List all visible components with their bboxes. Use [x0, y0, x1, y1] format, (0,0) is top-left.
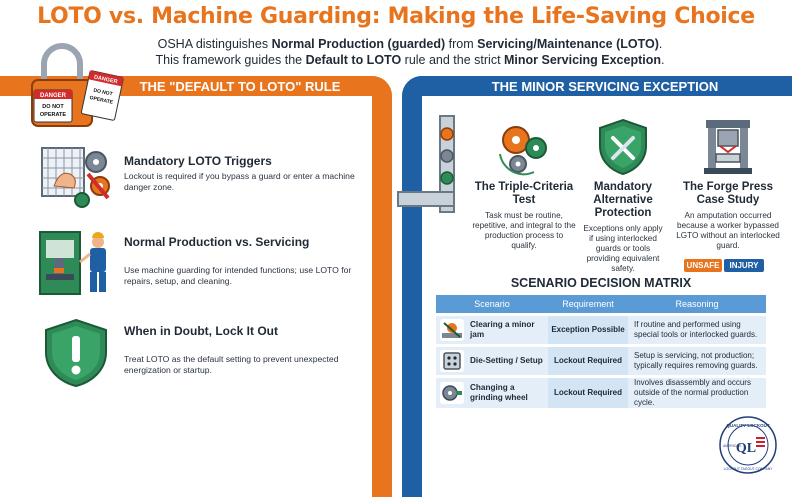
unsafe-badge: UNSAFE: [684, 259, 722, 272]
header-requirement: Requirement: [548, 295, 628, 313]
machine-hand-gears-icon: [41, 147, 110, 208]
gears-cycle-icon: [499, 126, 547, 176]
decision-matrix-table: Scenario Requirement Reasoning Clearing …: [436, 292, 766, 411]
scenario-label: Die-Setting / Setup: [470, 356, 543, 365]
tag-danger-label-2: DANGER: [93, 74, 118, 85]
forge-press-title: The Forge Press Case Study: [682, 181, 774, 206]
logo-top-text: QUALITY LOCKOUT: [726, 423, 769, 428]
loto-triggers-item: Mandatory LOTO Triggers Lockout is requi…: [30, 142, 360, 212]
die-setting-icon: [440, 350, 464, 372]
svg-text:DO NOT: DO NOT: [42, 104, 64, 110]
alternative-protection-card: Mandatory Alternative Protection Excepti…: [582, 118, 664, 274]
orange-pipe-vertical: [372, 76, 392, 497]
forge-press-icon: [704, 120, 752, 174]
reasoning-cell: Setup is servicing, not production; typi…: [628, 347, 766, 375]
logo-bottom-text: LOCKOUT TAGOUT COMPANY: [724, 467, 774, 471]
production-vs-servicing-item: Normal Production vs. Servicing Use mach…: [30, 225, 360, 305]
triple-criteria-text: Task must be routine, repetitive, and in…: [472, 211, 576, 250]
pipe-valve-icon: [397, 115, 455, 213]
requirement-cell: Exception Possible: [548, 316, 628, 344]
forge-press-text: An amputation occurred because a worker …: [676, 211, 780, 250]
scenario-label: Clearing a minor jam: [470, 320, 535, 339]
blue-pipe-horizontal: [402, 76, 792, 96]
injury-badge: INJURY: [724, 259, 764, 272]
worker-machine-icon: [39, 231, 106, 295]
exclamation-shield-icon: [45, 318, 107, 388]
header-reasoning: Reasoning: [628, 295, 766, 313]
svg-text:OPERATE: OPERATE: [40, 112, 67, 118]
subtitle-line-1: OSHA distinguishes Normal Production (gu…: [157, 37, 663, 51]
loto-triggers-title: Mandatory LOTO Triggers: [124, 154, 272, 168]
triple-criteria-card: The Triple-Criteria Test Task must be ro…: [472, 118, 576, 251]
reasoning-cell: If routine and performed using special t…: [628, 316, 766, 344]
matrix-title: SCENARIO DECISION MATRIX: [510, 276, 692, 290]
requirement-cell: Lockout Required: [548, 347, 628, 375]
table-row: Changing a grinding wheel Lockout Requir…: [436, 378, 766, 408]
quality-lockout-logo: QUALITY LOCKOUT LOCKOUT TAGOUT COMPANY A…: [719, 416, 777, 474]
alternative-protection-text: Exceptions only apply if using interlock…: [583, 224, 663, 273]
page-subtitle: OSHA distinguishes Normal Production (gu…: [130, 36, 690, 68]
grinding-wheel-icon: [440, 382, 464, 404]
loto-triggers-text: Lockout is required if you bypass a guar…: [124, 171, 355, 192]
header-scenario: Scenario: [436, 295, 548, 313]
right-section-heading: THE MINOR SERVICING EXCEPTION: [491, 79, 719, 94]
blue-pipe-vertical: [402, 76, 422, 497]
svg-text:OPERATE: OPERATE: [89, 95, 114, 106]
production-vs-servicing-title: Normal Production vs. Servicing: [124, 235, 310, 249]
table-row: Clearing a minor jam Exception Possible …: [436, 316, 766, 344]
when-in-doubt-title: When in Doubt, Lock It Out: [124, 324, 278, 338]
scenario-label: Changing a grinding wheel: [470, 383, 528, 402]
subtitle-line-2: This framework guides the Default to LOT…: [155, 53, 665, 67]
requirement-cell: Lockout Required: [548, 378, 628, 408]
table-header-row: Scenario Requirement Reasoning: [436, 295, 766, 313]
scenario-cell: Changing a grinding wheel: [436, 378, 548, 408]
left-section-heading: THE "DEFAULT TO LOTO" RULE: [139, 79, 341, 94]
production-vs-servicing-text: Use machine guarding for intended functi…: [124, 265, 352, 286]
forge-press-card: The Forge Press Case Study An amputation…: [676, 118, 780, 251]
jam-clearing-icon: [440, 319, 464, 341]
when-in-doubt-text: Treat LOTO as the default setting to pre…: [124, 354, 339, 375]
table-row: Die-Setting / Setup Lockout Required Set…: [436, 347, 766, 375]
tag-danger-label: DANGER: [40, 93, 67, 99]
scenario-cell: Die-Setting / Setup: [436, 347, 548, 375]
wrench-shield-icon: [599, 118, 647, 176]
svg-text:DO NOT: DO NOT: [93, 88, 113, 98]
page-title: LOTO vs. Machine Guarding: Making the Li…: [37, 4, 755, 29]
scenario-cell: Clearing a minor jam: [436, 316, 548, 344]
logo-monogram: QL: [736, 441, 756, 456]
alternative-protection-title: Mandatory Alternative Protection: [593, 181, 653, 219]
triple-criteria-title: The Triple-Criteria Test: [474, 181, 574, 206]
when-in-doubt-item: When in Doubt, Lock It Out Treat LOTO as…: [30, 318, 360, 398]
reasoning-cell: Involves disassembly and occurs outside …: [628, 378, 766, 408]
padlock-tags-icon: DANGER DO NOT OPERATE DANGER DO NOT OPER…: [31, 43, 124, 127]
logo-side-text: AMERICA'S: [723, 444, 742, 448]
